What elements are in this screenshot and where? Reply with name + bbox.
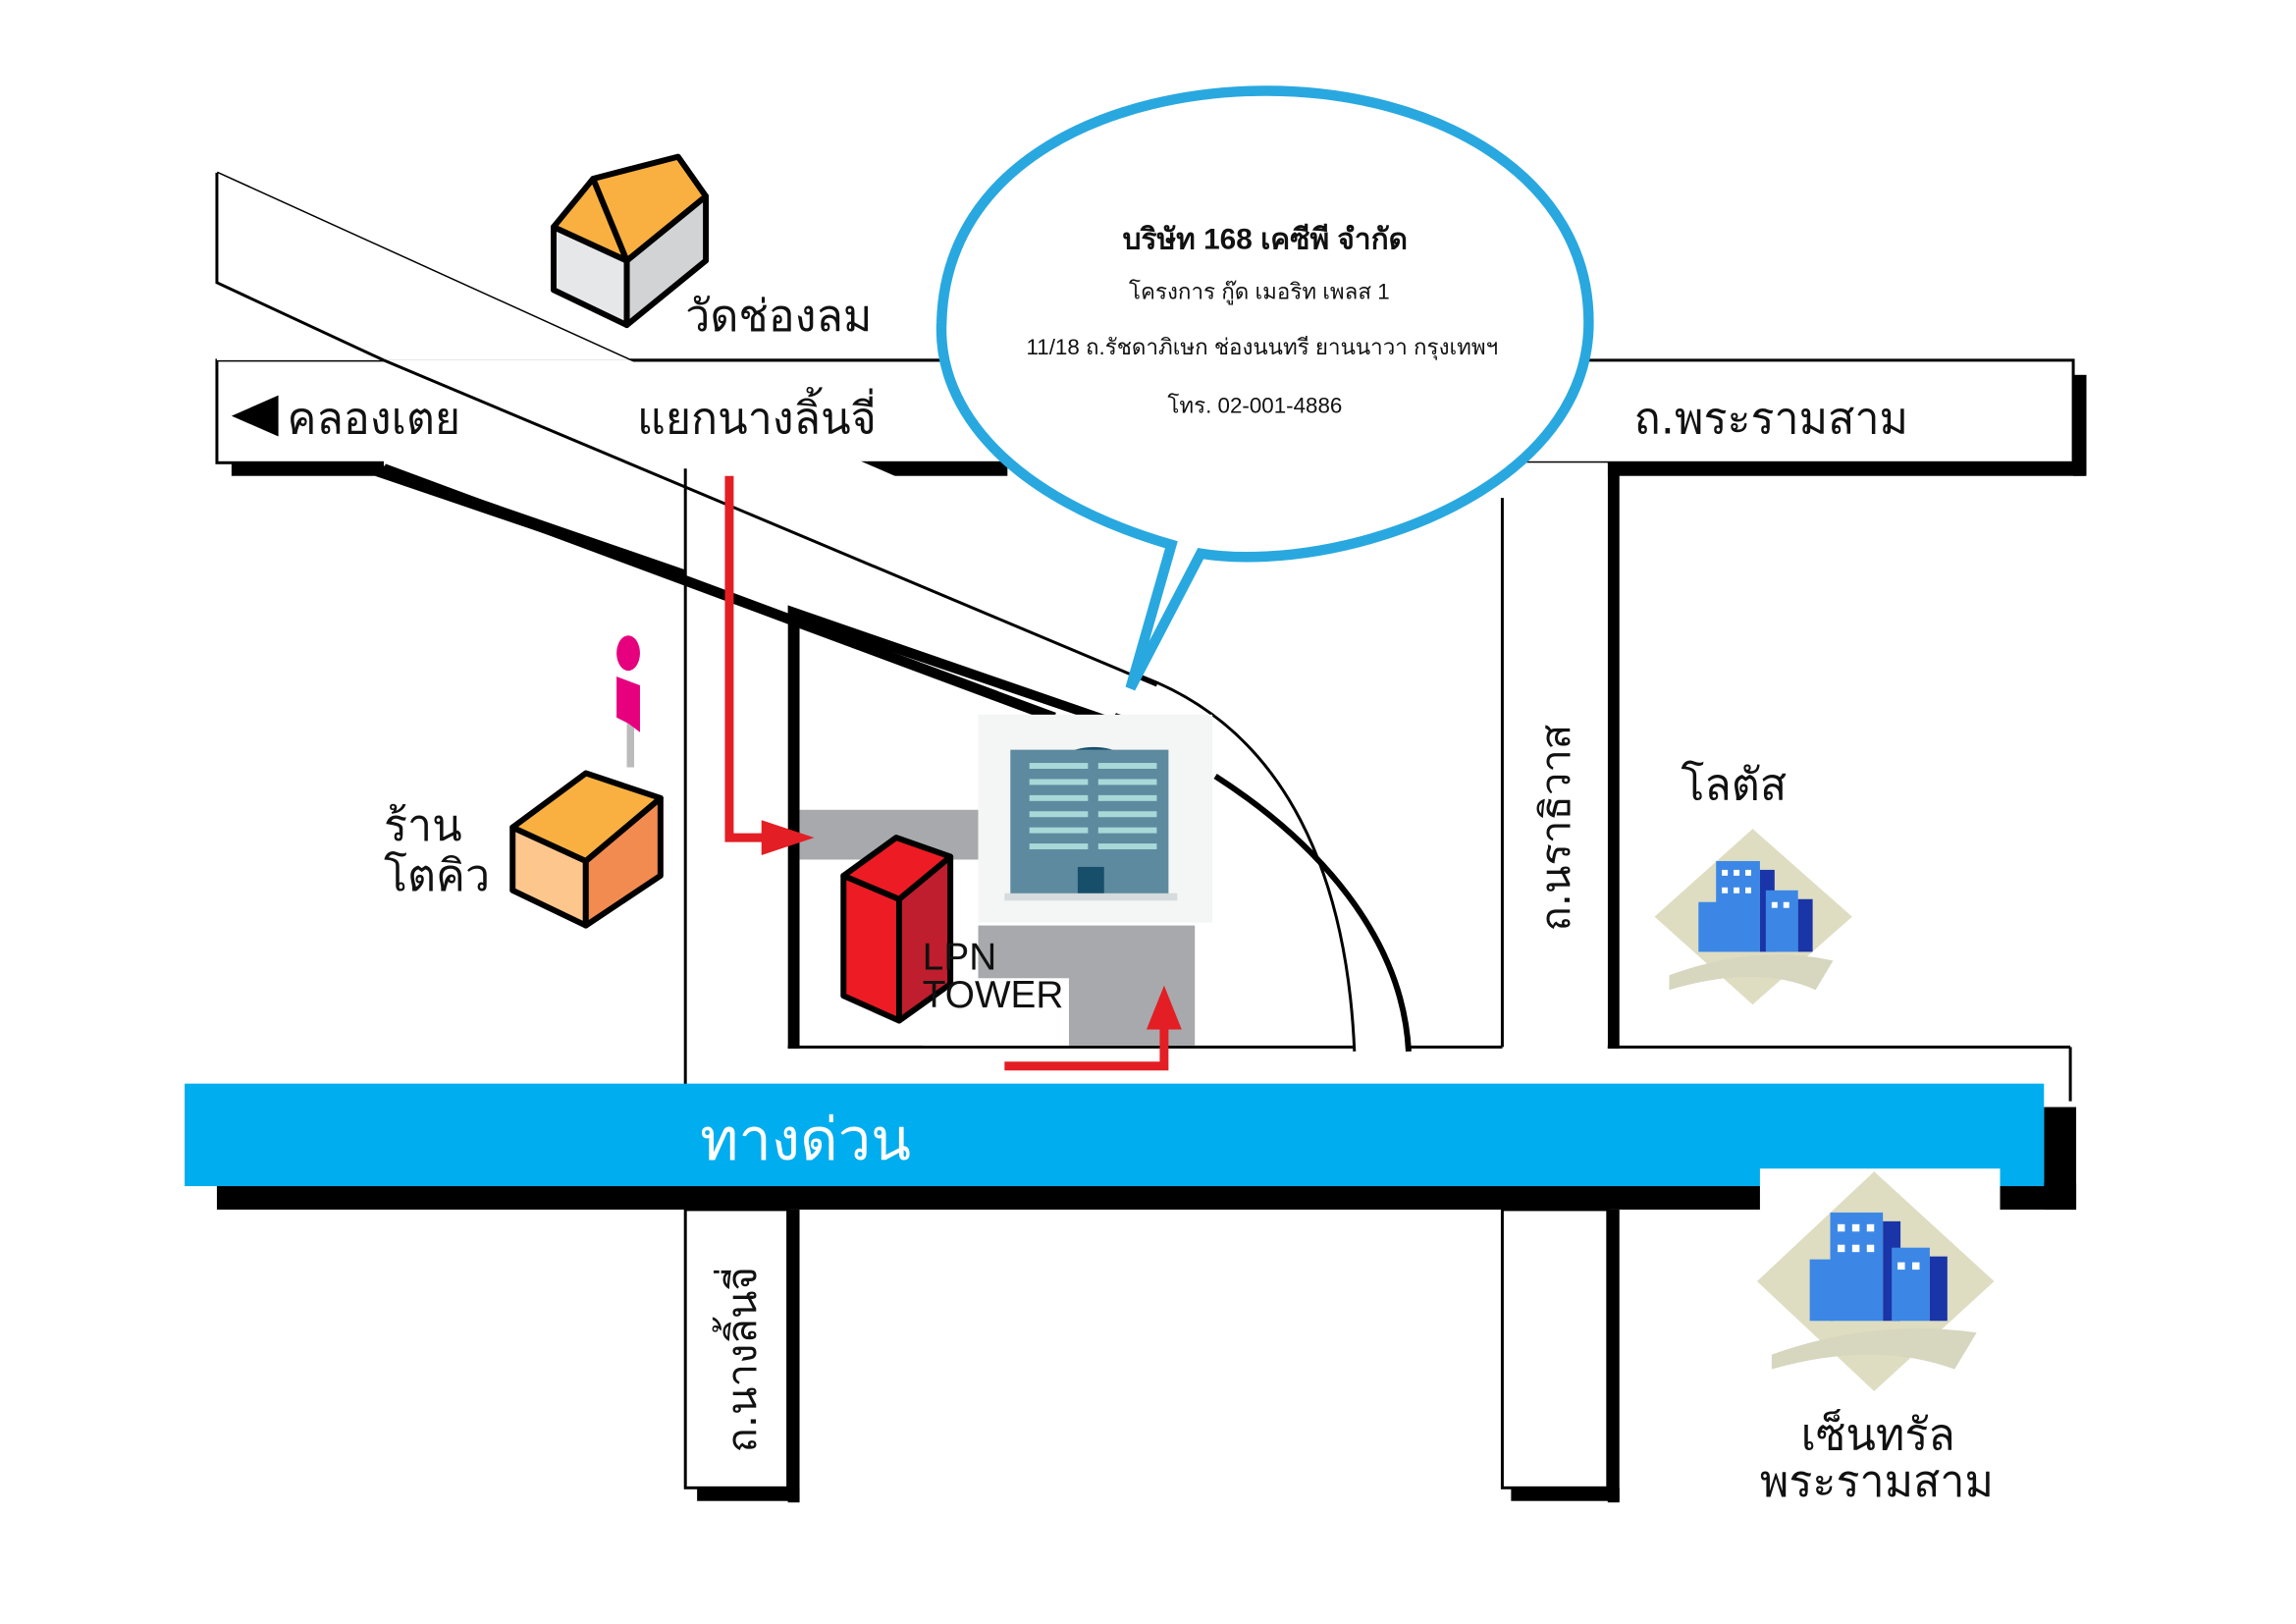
road-nang-linchi-lower [683, 1208, 790, 1489]
info-pin-icon [616, 635, 640, 768]
roads [215, 171, 2075, 1489]
expressway [185, 1083, 2045, 1187]
road-edge [383, 358, 1158, 687]
block-border [1607, 462, 1620, 1049]
callout-phone: โทร. 02-001-4886 [1167, 394, 1342, 418]
label-lpn-line2: TOWER [923, 974, 1064, 1016]
temple-icon [550, 153, 710, 329]
label-nang-linchi-junction: แยกนางลิ้นจี่ [637, 386, 877, 444]
route-arrow-from-junction [724, 475, 815, 855]
block-border [787, 462, 800, 1049]
road-narathiwat-upper [1502, 462, 1608, 1049]
central-building-icon [1756, 1171, 1995, 1391]
label-shop-line2: โตคิว [384, 849, 490, 901]
label-narathiwat: ถ.นราธิวาส [1531, 725, 1579, 932]
road-shadow [1607, 1209, 1620, 1503]
road-shadow [787, 1209, 800, 1503]
label-lotus: โลตัส [1681, 758, 1787, 810]
route-arrow-from-expressway [1004, 985, 1182, 1071]
label-khlong-toei: คลองเตย [288, 392, 461, 444]
road-shadow [697, 1488, 800, 1501]
address-callout: บริษัท 168 เคซีพี จำกัด โครงการ กู๊ด เมอ… [935, 85, 1594, 691]
label-nang-linchi-road: ถ.นางลิ้นจี่ [712, 1267, 766, 1453]
road-nang-linchi-upper [685, 462, 788, 1049]
callout-address: 11/18 ถ.รัชดาภิเษก ช่องนนทรี ยานนาวา กรุ… [1026, 335, 1498, 360]
ramp-curve-outer [1142, 675, 1357, 1052]
callout-project: โครงการ กู๊ด เมอริท เพลส 1 [1129, 279, 1390, 304]
ramp-curve-inner [1213, 773, 1412, 1053]
label-shop-line1: ร้าน [384, 799, 462, 851]
road-shadow [1511, 1488, 1620, 1501]
lpn-tower-icon [840, 835, 954, 1024]
lotus-building-icon [1654, 829, 1852, 1005]
callout-company: บริษัท 168 เคซีพี จำกัด [1123, 224, 1408, 256]
label-central-line2: พระรามสาม [1760, 1455, 1994, 1507]
road-edge [382, 463, 1056, 723]
label-temple: วัดช่องลม [685, 290, 872, 342]
office-building-icon [978, 714, 1213, 923]
expressway-label: ทางด่วน [700, 1107, 911, 1174]
road-narathiwat-lower [1500, 1208, 1610, 1489]
road-shadow [2073, 374, 2087, 476]
road-edge [215, 172, 385, 362]
road-shadow [1607, 462, 2086, 476]
label-central-line1: เซ็นทรัล [1801, 1409, 1955, 1461]
label-rama3: ถ.พระรามสาม [1634, 392, 1908, 444]
shop-box-icon [509, 770, 664, 929]
left-arrow-icon [231, 395, 279, 437]
expressway-shadow [2044, 1107, 2077, 1210]
label-lpn-line1: LPN [923, 936, 996, 978]
